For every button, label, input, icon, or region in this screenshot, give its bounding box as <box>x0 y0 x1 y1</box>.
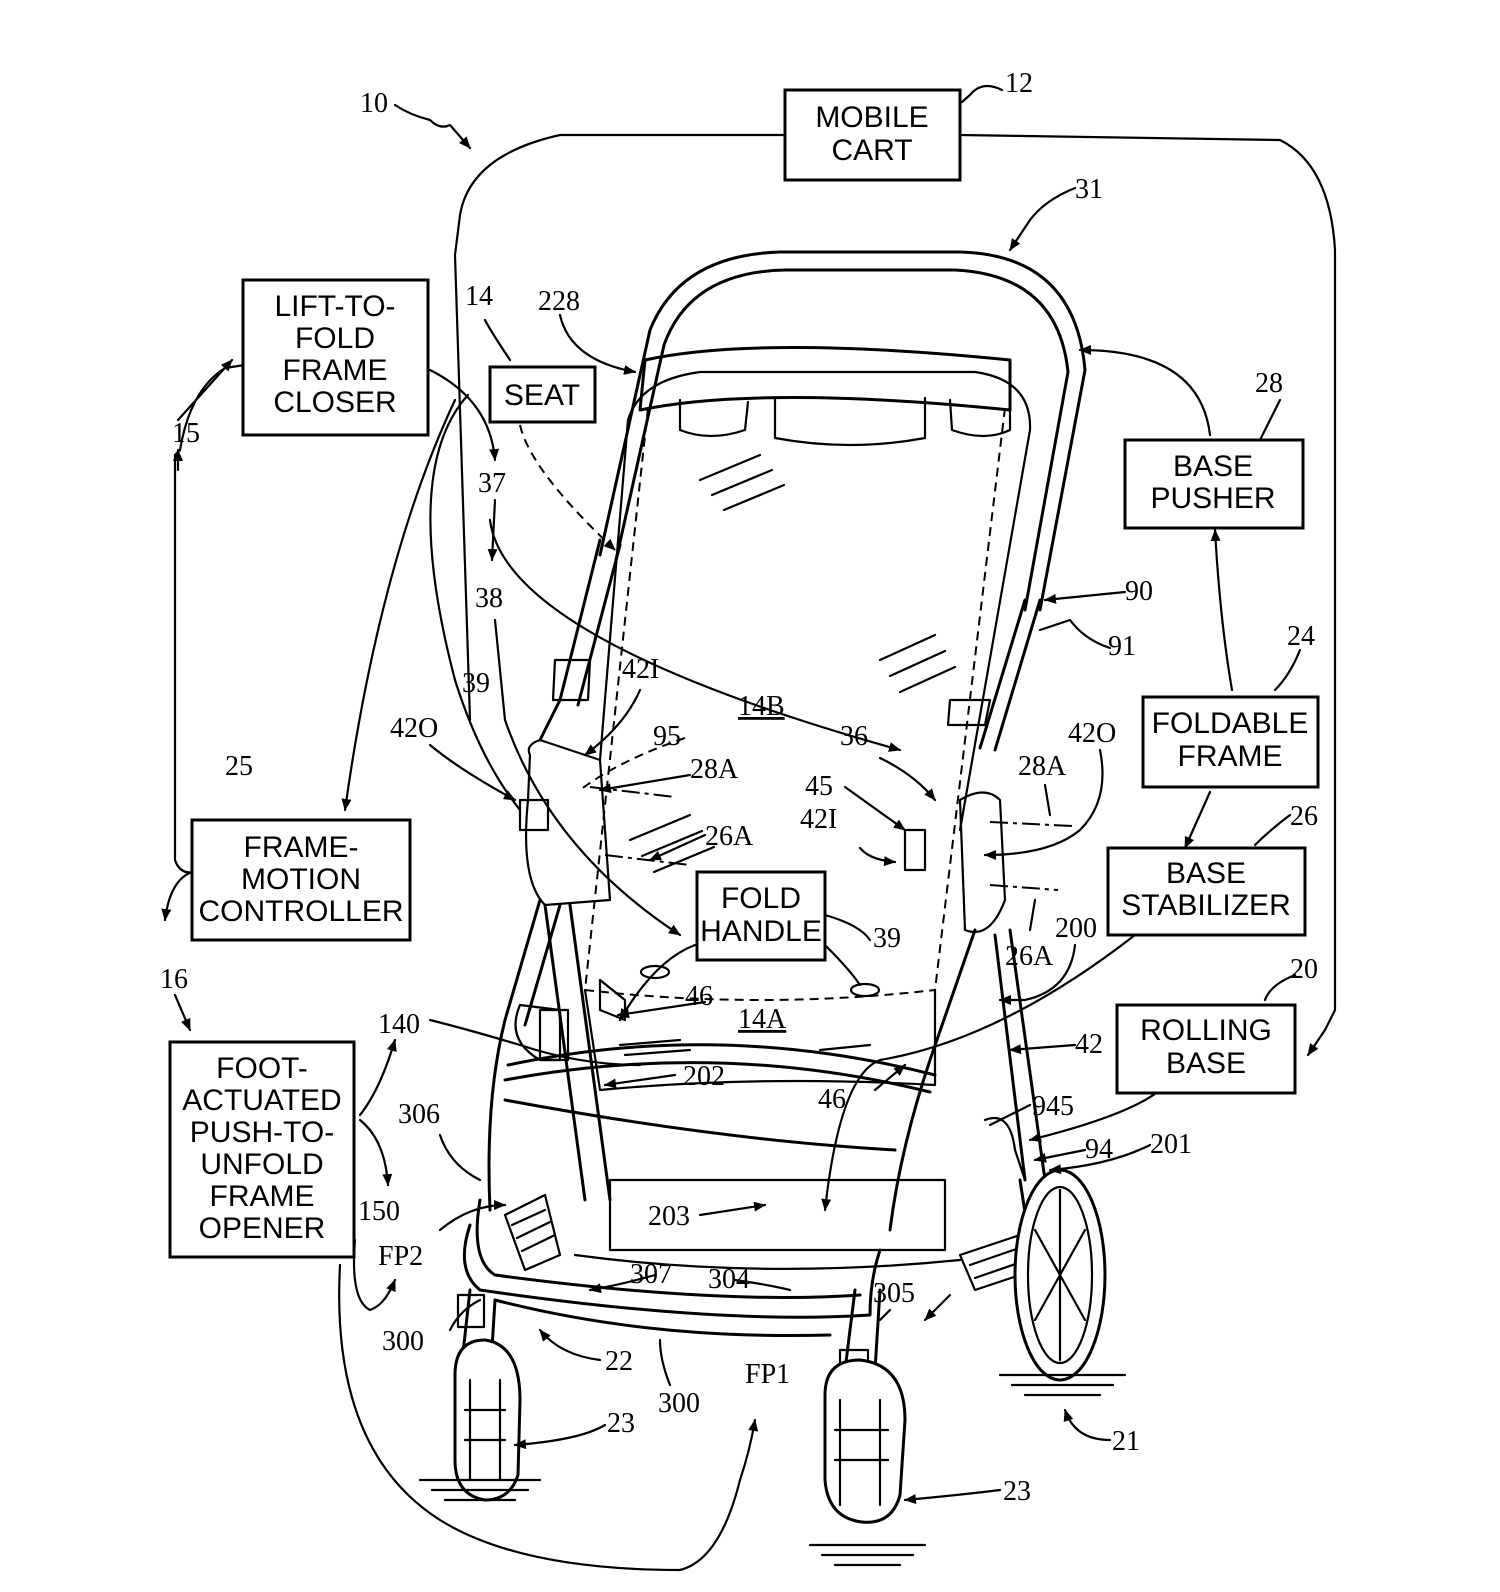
ref-31: 31 <box>1075 174 1103 205</box>
frame-motion-controller-box: FRAME- MOTION CONTROLLER <box>190 818 412 942</box>
cart-connector-lines <box>161 84 1337 1572</box>
ref-304: 304 <box>708 1264 750 1295</box>
ref-21: 21 <box>1112 1426 1140 1457</box>
base-pusher-line-2: PUSHER <box>1150 482 1275 515</box>
ref-150: 150 <box>358 1196 400 1227</box>
ref-14A: 14A <box>738 1004 787 1035</box>
fold-handle-line-2: HANDLE <box>700 915 822 948</box>
ref-228: 228 <box>538 286 580 317</box>
ref-45: 45 <box>805 771 833 802</box>
seat-line-1: SEAT <box>504 379 580 412</box>
ref-90: 90 <box>1125 576 1153 607</box>
ref-28: 28 <box>1255 368 1283 399</box>
ref-305: 305 <box>873 1278 915 1309</box>
ref-95: 95 <box>653 721 681 752</box>
ref-25: 25 <box>225 751 253 782</box>
base-pusher-box: BASE PUSHER <box>1123 438 1305 530</box>
ref-42O-right: 42O <box>1068 718 1116 749</box>
ref-38: 38 <box>475 583 503 614</box>
lift-to-fold-line-3: FRAME <box>283 354 388 387</box>
ref-23-right: 23 <box>1003 1476 1031 1507</box>
ref-14B: 14B <box>738 691 785 722</box>
fold-handle-box: FOLD HANDLE <box>695 870 827 962</box>
ref-203: 203 <box>648 1201 690 1232</box>
lift-to-fold-box: LIFT-TO- FOLD FRAME CLOSER <box>241 278 430 437</box>
ref-307: 307 <box>630 1259 672 1290</box>
mobile-cart-box: MOBILE CART <box>783 88 962 182</box>
rolling-base-line-2: BASE <box>1166 1047 1246 1080</box>
ref-42: 42 <box>1075 1029 1103 1060</box>
mobile-cart-line-2: CART <box>831 134 912 167</box>
foldable-frame-line-2: FRAME <box>1178 740 1283 773</box>
frame-motion-line-2: MOTION <box>241 863 361 896</box>
ref-FP2: FP2 <box>378 1241 423 1272</box>
foldable-frame-line-1: FOLDABLE <box>1152 707 1309 740</box>
ref-42I-left: 42I <box>622 654 659 685</box>
frame-motion-line-1: FRAME- <box>244 831 359 864</box>
ref-306: 306 <box>398 1099 440 1130</box>
ref-26A-right: 26A <box>1005 941 1054 972</box>
ref-16: 16 <box>160 964 188 995</box>
ref-945: 945 <box>1032 1091 1074 1122</box>
ref-22: 22 <box>605 1346 633 1377</box>
base-stabilizer-box: BASE STABILIZER <box>1106 846 1307 937</box>
ref-15: 15 <box>172 418 200 449</box>
ref-24: 24 <box>1287 621 1315 652</box>
ref-300-left: 300 <box>382 1326 424 1357</box>
foot-actuated-line-4: UNFOLD <box>200 1148 323 1181</box>
foot-actuated-line-2: ACTUATED <box>182 1084 341 1117</box>
ref-39-upper: 39 <box>462 668 490 699</box>
ref-42I-right: 42I <box>800 804 837 835</box>
ref-23-left: 23 <box>607 1408 635 1439</box>
ref-14: 14 <box>465 281 493 312</box>
ref-140: 140 <box>378 1009 420 1040</box>
ref-91: 91 <box>1108 631 1136 662</box>
ref-200: 200 <box>1055 913 1097 944</box>
foot-actuated-line-5: FRAME <box>210 1180 315 1213</box>
ref-46-lower: 46 <box>818 1084 846 1115</box>
ref-39-lower: 39 <box>873 923 901 954</box>
fold-handle-line-1: FOLD <box>721 882 801 915</box>
ref-202: 202 <box>683 1061 725 1092</box>
ref-26A-left: 26A <box>705 821 754 852</box>
ref-300-bottom: 300 <box>658 1388 700 1419</box>
mobile-cart-line-1: MOBILE <box>815 101 928 134</box>
base-stabilizer-line-2: STABILIZER <box>1121 889 1290 922</box>
lift-to-fold-line-2: FOLD <box>295 322 375 355</box>
ref-20: 20 <box>1290 954 1318 985</box>
ref-37: 37 <box>478 468 506 499</box>
ref-36: 36 <box>840 721 868 752</box>
ref-28A-left: 28A <box>690 754 739 785</box>
ref-12: 12 <box>1005 68 1033 99</box>
seat-box: SEAT <box>488 365 597 424</box>
foot-actuated-line-3: PUSH-TO- <box>190 1116 334 1149</box>
base-stabilizer-line-1: BASE <box>1166 857 1246 890</box>
foot-actuated-opener-box: FOOT- ACTUATED PUSH-TO- UNFOLD FRAME OPE… <box>168 1040 356 1259</box>
rolling-base-line-1: ROLLING <box>1140 1014 1272 1047</box>
ref-26: 26 <box>1290 801 1318 832</box>
foot-actuated-line-6: OPENER <box>199 1212 326 1245</box>
ref-46-upper: 46 <box>685 981 713 1012</box>
lift-to-fold-line-4: CLOSER <box>273 386 396 419</box>
ref-94: 94 <box>1085 1134 1113 1165</box>
foldable-frame-box: FOLDABLE FRAME <box>1141 695 1320 789</box>
ref-10: 10 <box>360 88 388 119</box>
ref-28A-right: 28A <box>1018 751 1067 782</box>
base-pusher-line-1: BASE <box>1173 450 1253 483</box>
foot-actuated-line-1: FOOT- <box>216 1052 308 1085</box>
ref-201: 201 <box>1150 1129 1192 1160</box>
reference-numerals: 10 12 31 14 228 15 37 38 39 39 28 90 91 … <box>160 68 1318 1507</box>
ref-FP1: FP1 <box>745 1359 790 1390</box>
frame-motion-line-3: CONTROLLER <box>198 895 403 928</box>
lift-to-fold-line-1: LIFT-TO- <box>274 290 395 323</box>
rolling-base-box: ROLLING BASE <box>1115 1003 1297 1095</box>
ref-42O-left: 42O <box>390 713 438 744</box>
